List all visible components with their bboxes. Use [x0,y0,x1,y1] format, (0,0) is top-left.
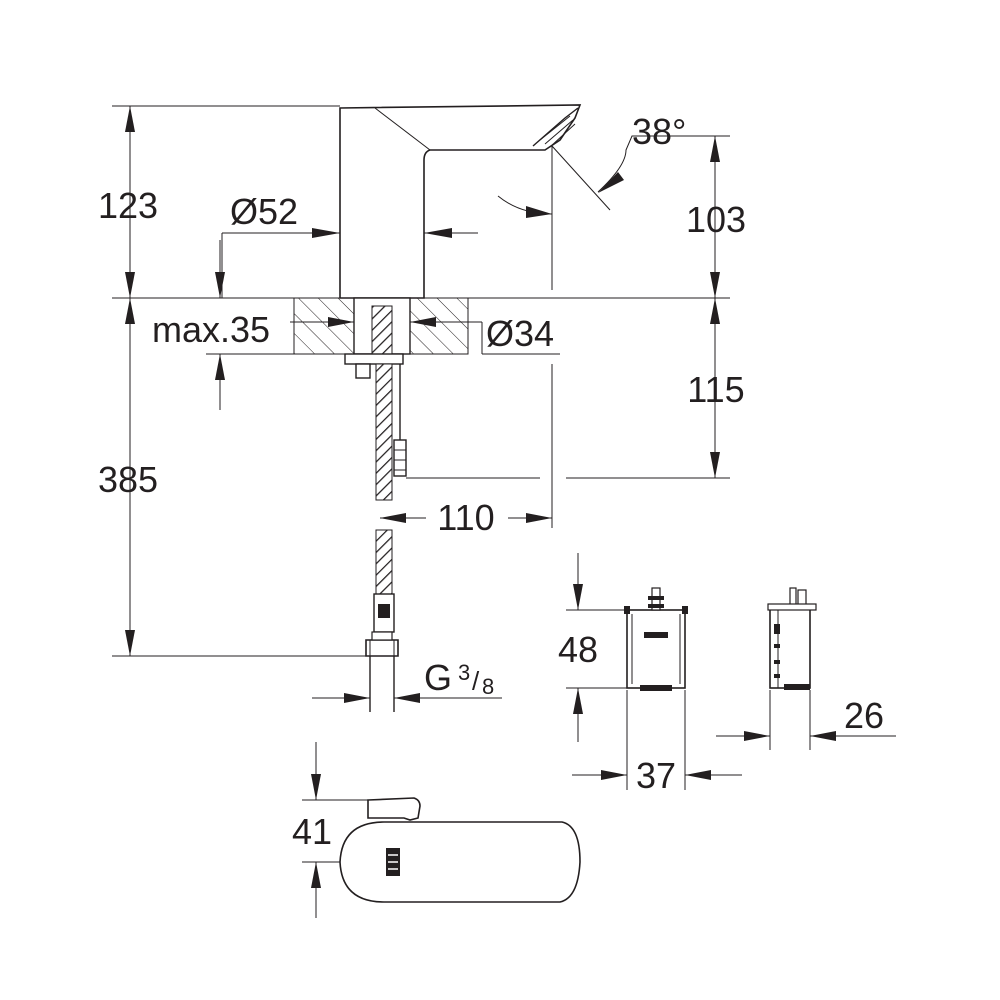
dim-48 [566,553,627,742]
dim-label-103: 103 [686,199,746,240]
dim-label-max35: max.35 [152,309,270,350]
dim-label-123: 123 [98,185,158,226]
mounting-shank [344,297,411,379]
control-box-front [624,587,688,691]
supply-hose [365,363,407,712]
dim-label-angle: 38° [632,111,686,152]
dim-label-g-num: 3 [458,660,470,685]
dim-123 [112,105,730,299]
dim-label-41: 41 [292,811,332,852]
dim-label-385: 385 [98,459,158,500]
dim-label-37: 37 [636,755,676,796]
dim-label-g-den: 8 [482,674,494,699]
control-box-side [767,587,817,690]
dim-110 [380,364,553,528]
dim-label-26: 26 [844,695,884,736]
dim-label-g-slash: / [472,666,480,696]
dim-label-110: 110 [437,497,494,538]
dim-angle [497,135,700,290]
dim-label-34: Ø34 [486,313,554,354]
dim-label-115: 115 [687,369,744,410]
faucet-body [339,104,582,299]
dim-37 [572,690,742,790]
dim-34 [410,317,560,355]
dim-103 [700,135,730,298]
dim-g38 [312,693,502,703]
dim-max35 [206,240,354,410]
dim-label-52: Ø52 [230,191,298,232]
faucet-side-view: 123 Ø52 38° 103 [98,104,746,712]
dim-41 [302,742,368,918]
dim-385 [112,298,366,657]
dim-26 [716,690,896,750]
deck-section [293,297,469,355]
dim-label-48: 48 [558,629,598,670]
faucet-top-view [339,797,581,903]
dim-115 [406,298,730,479]
dim-label-g: G [424,657,452,698]
